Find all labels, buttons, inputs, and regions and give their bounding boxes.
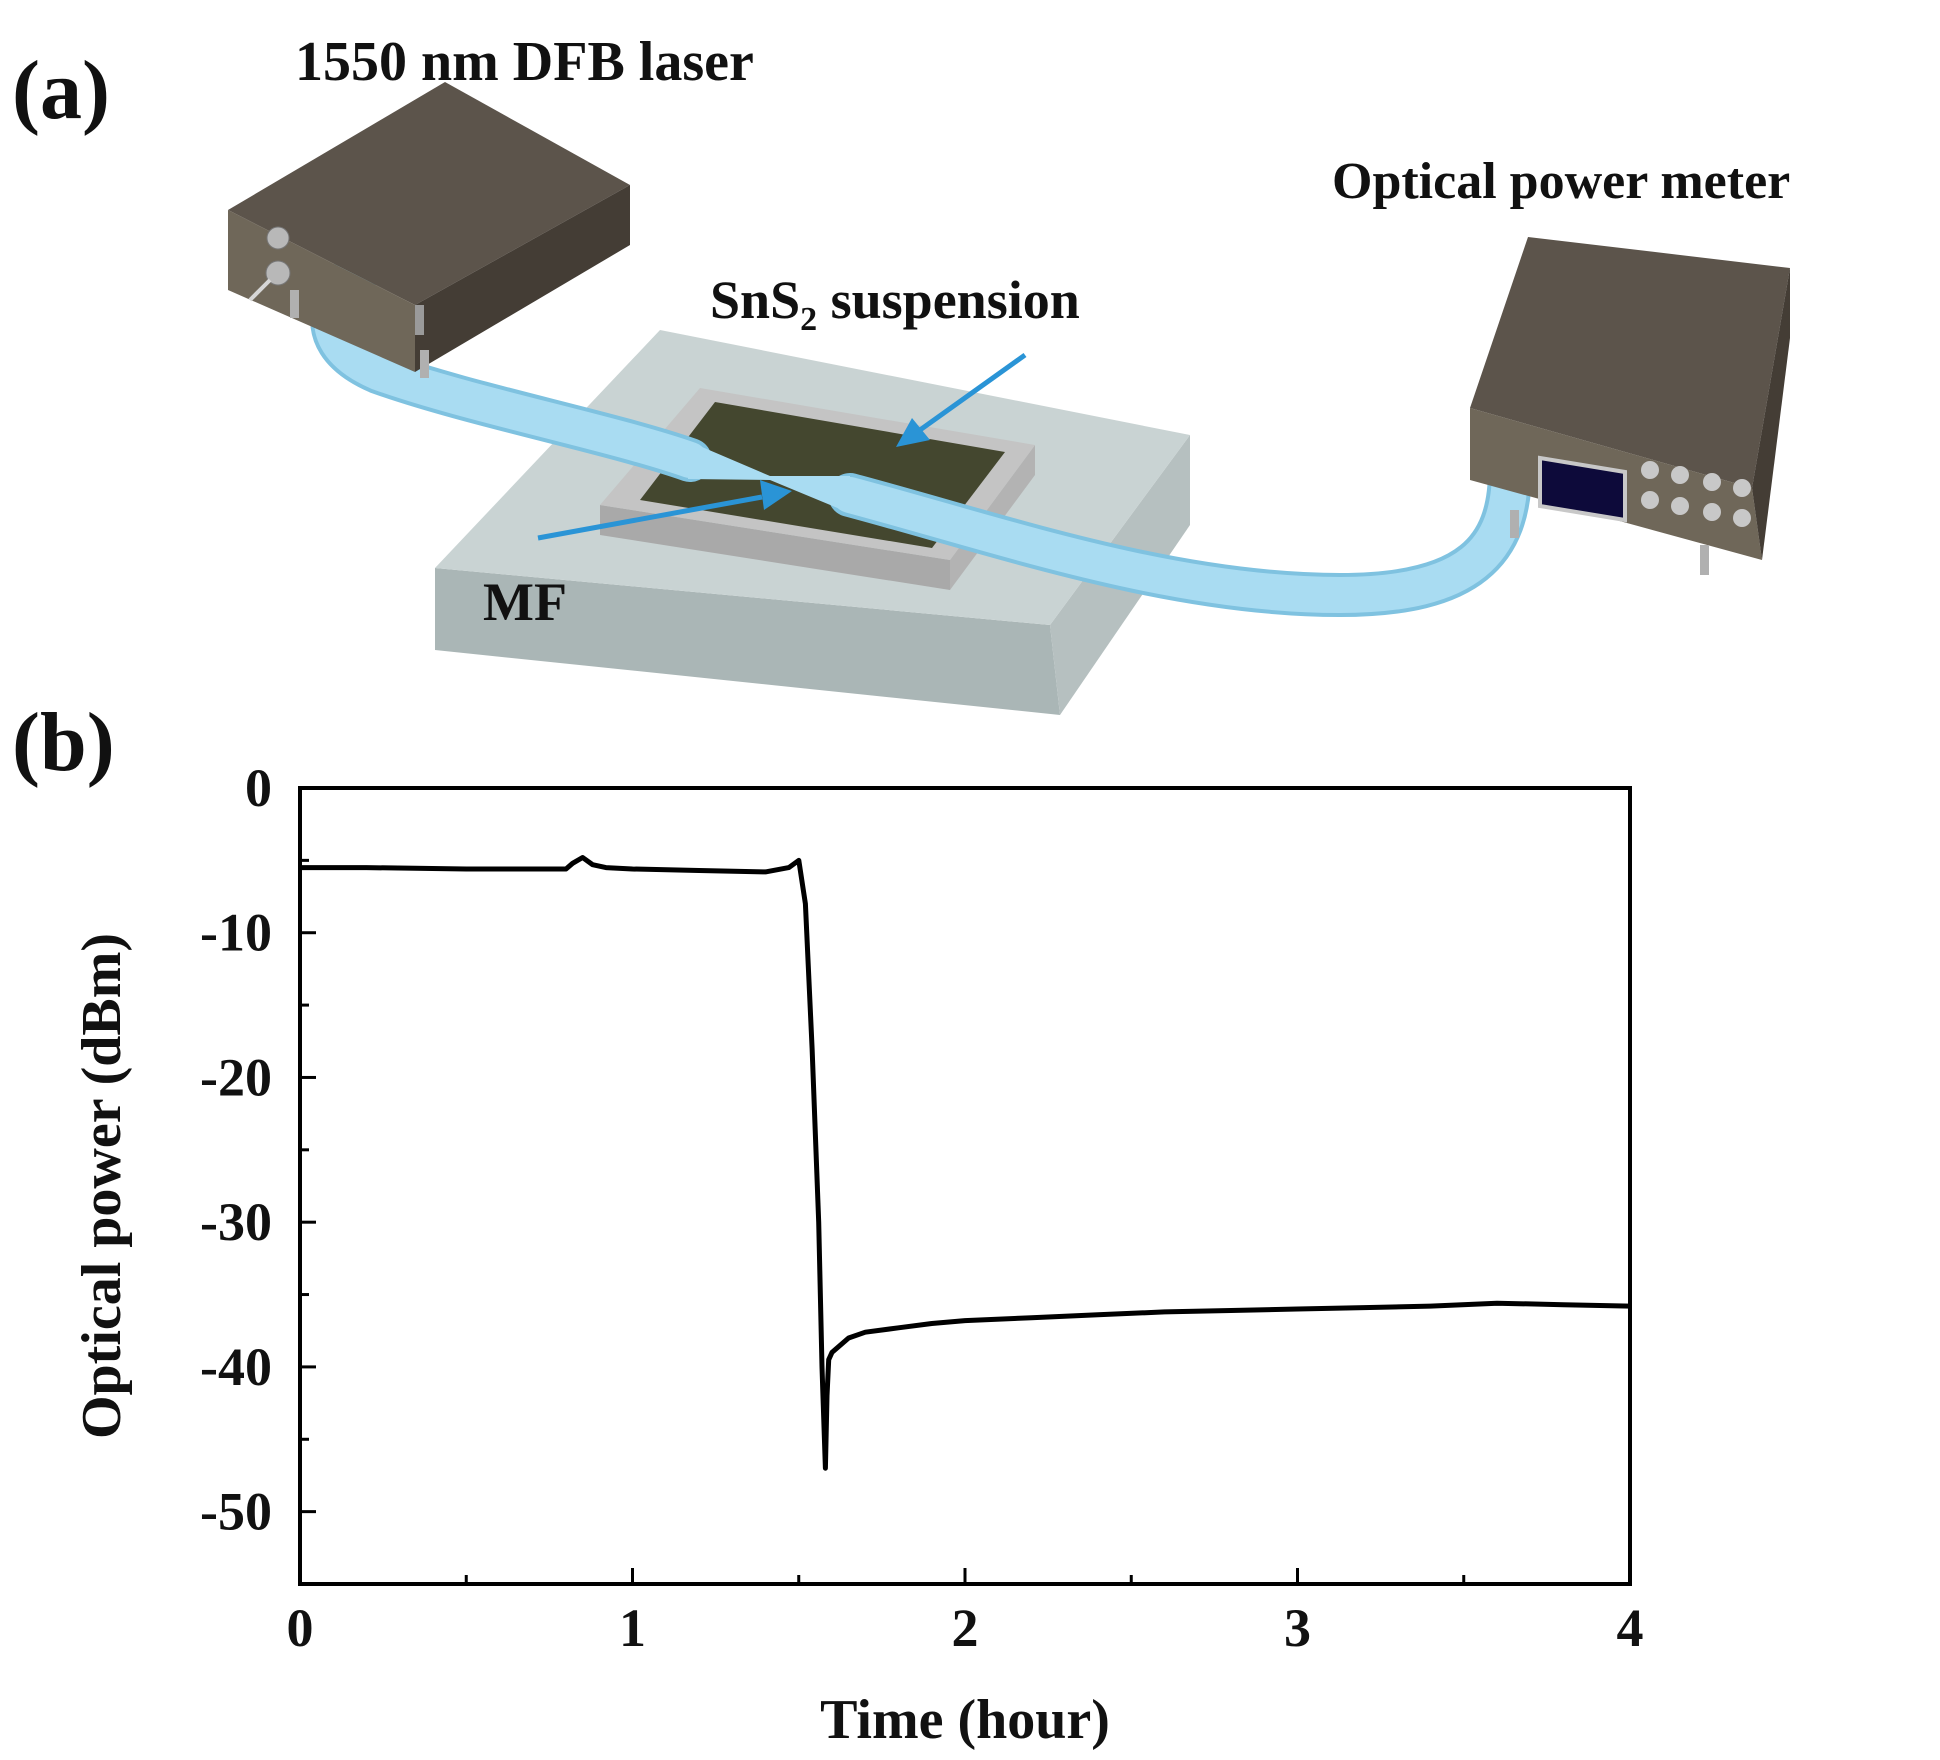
series-line-optical-power <box>300 855 1631 1471</box>
meter-button <box>1641 491 1659 509</box>
y-tick-label: -30 <box>200 1192 272 1252</box>
meter-button <box>1703 473 1721 491</box>
laser-knob-2 <box>265 260 291 286</box>
meter-button <box>1641 461 1659 479</box>
x-tick-label: 4 <box>1617 1598 1644 1658</box>
dfb-laser-device <box>228 82 630 378</box>
x-tick-label: 2 <box>952 1598 979 1658</box>
y-axis-label: Optical power (dBm) <box>71 933 133 1439</box>
laser-knob-1 <box>266 226 290 250</box>
panel-a-label: (a) <box>12 44 110 137</box>
optical-power-meter <box>1470 237 1790 575</box>
y-tick-label: -20 <box>200 1047 272 1107</box>
laser-label: 1550 nm DFB laser <box>295 31 754 93</box>
x-axis-label: Time (hour) <box>820 1689 1110 1751</box>
meter-button <box>1671 497 1689 515</box>
tapered-microfiber <box>688 441 852 514</box>
meter-button <box>1671 466 1689 484</box>
axis-ticks <box>298 786 1632 1586</box>
x-tick-label: 1 <box>619 1598 646 1658</box>
meter-label: Optical power meter <box>1332 153 1790 210</box>
plot-frame <box>298 786 1632 1586</box>
panel-a-schematic: (a) <box>12 31 1790 715</box>
suspension-arrow <box>896 352 1027 447</box>
meter-button <box>1703 503 1721 521</box>
panel-b-chart: (b) 0 1 2 3 4 0 -10 -20 -30 -40 -50 Time (hour) Op… <box>12 696 1644 1751</box>
axis-tick-labels: 0 1 2 3 4 0 -10 -20 -30 -40 -50 <box>200 758 1643 1658</box>
meter-button <box>1733 509 1751 527</box>
meter-button <box>1733 479 1751 497</box>
y-tick-label: 0 <box>245 758 272 818</box>
panel-b-label: (b) <box>12 696 115 789</box>
meter-display <box>1538 455 1627 523</box>
y-tick-label: -10 <box>200 903 272 963</box>
x-tick-label: 3 <box>1284 1598 1311 1658</box>
microfiber-arrow <box>537 480 792 541</box>
suspension-label: SnS2 suspension <box>710 270 1080 338</box>
x-tick-label: 0 <box>287 1598 314 1658</box>
y-tick-label: -50 <box>200 1482 272 1542</box>
y-tick-label: -40 <box>200 1337 272 1397</box>
microfiber-label: MF <box>483 572 567 632</box>
